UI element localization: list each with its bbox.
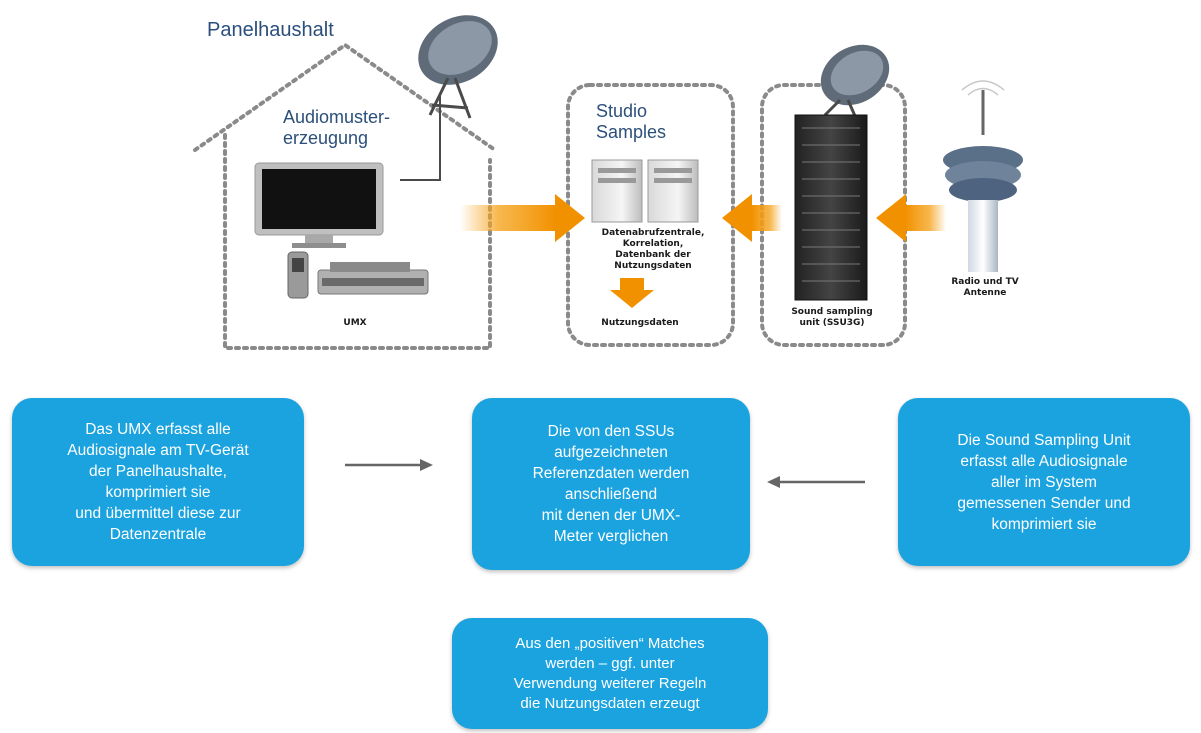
server-icon [591,159,699,223]
umx-device-icon [287,251,429,299]
satellite-dish-icon [400,15,498,181]
audio-pattern-label: Audiomuster- erzeugung [283,107,391,148]
umx-description-box: Das UMX erfasst alle Audiosignale am TV-… [12,398,304,566]
umx-label: UMX [343,318,367,328]
rack-server-icon [794,114,868,301]
flow-arrow-left [876,194,946,242]
flow-arrow-left [722,194,782,242]
usage-data-label: Nutzungsdaten [601,318,679,328]
result-description-text: Aus den „positiven“ Matches werden – ggf… [513,634,707,712]
house-outline [193,42,497,350]
down-arrow-icon [610,278,654,308]
connector-arrow-right [345,459,433,471]
flow-arrow-right [460,194,585,242]
server-caption: Datenabrufzentrale, Korrelation, Datenba… [601,228,705,271]
ssu-description-box: Die Sound Sampling Unit erfasst alle Aud… [898,398,1190,566]
comparison-description-text: Die von den SSUs aufgezeichneten Referen… [532,423,690,545]
tv-tower-icon [943,80,1023,272]
household-title: Panelhaushalt [207,19,334,41]
ssu-label: Sound sampling unit (SSU3G) [791,307,873,328]
ssu-description-text: Die Sound Sampling Unit erfasst alle Aud… [957,431,1131,533]
antenna-label: Radio und TV Antenne [951,277,1019,298]
satellite-dish-icon [820,44,890,117]
studio-title: Studio Samples [596,101,667,142]
result-description-box: Aus den „positiven“ Matches werden – ggf… [452,618,768,729]
tv-icon [254,162,384,248]
connector-arrow-left [767,476,865,488]
umx-description-text: Das UMX erfasst alle Audiosignale am TV-… [67,421,249,543]
comparison-description-box: Die von den SSUs aufgezeichneten Referen… [472,398,750,570]
